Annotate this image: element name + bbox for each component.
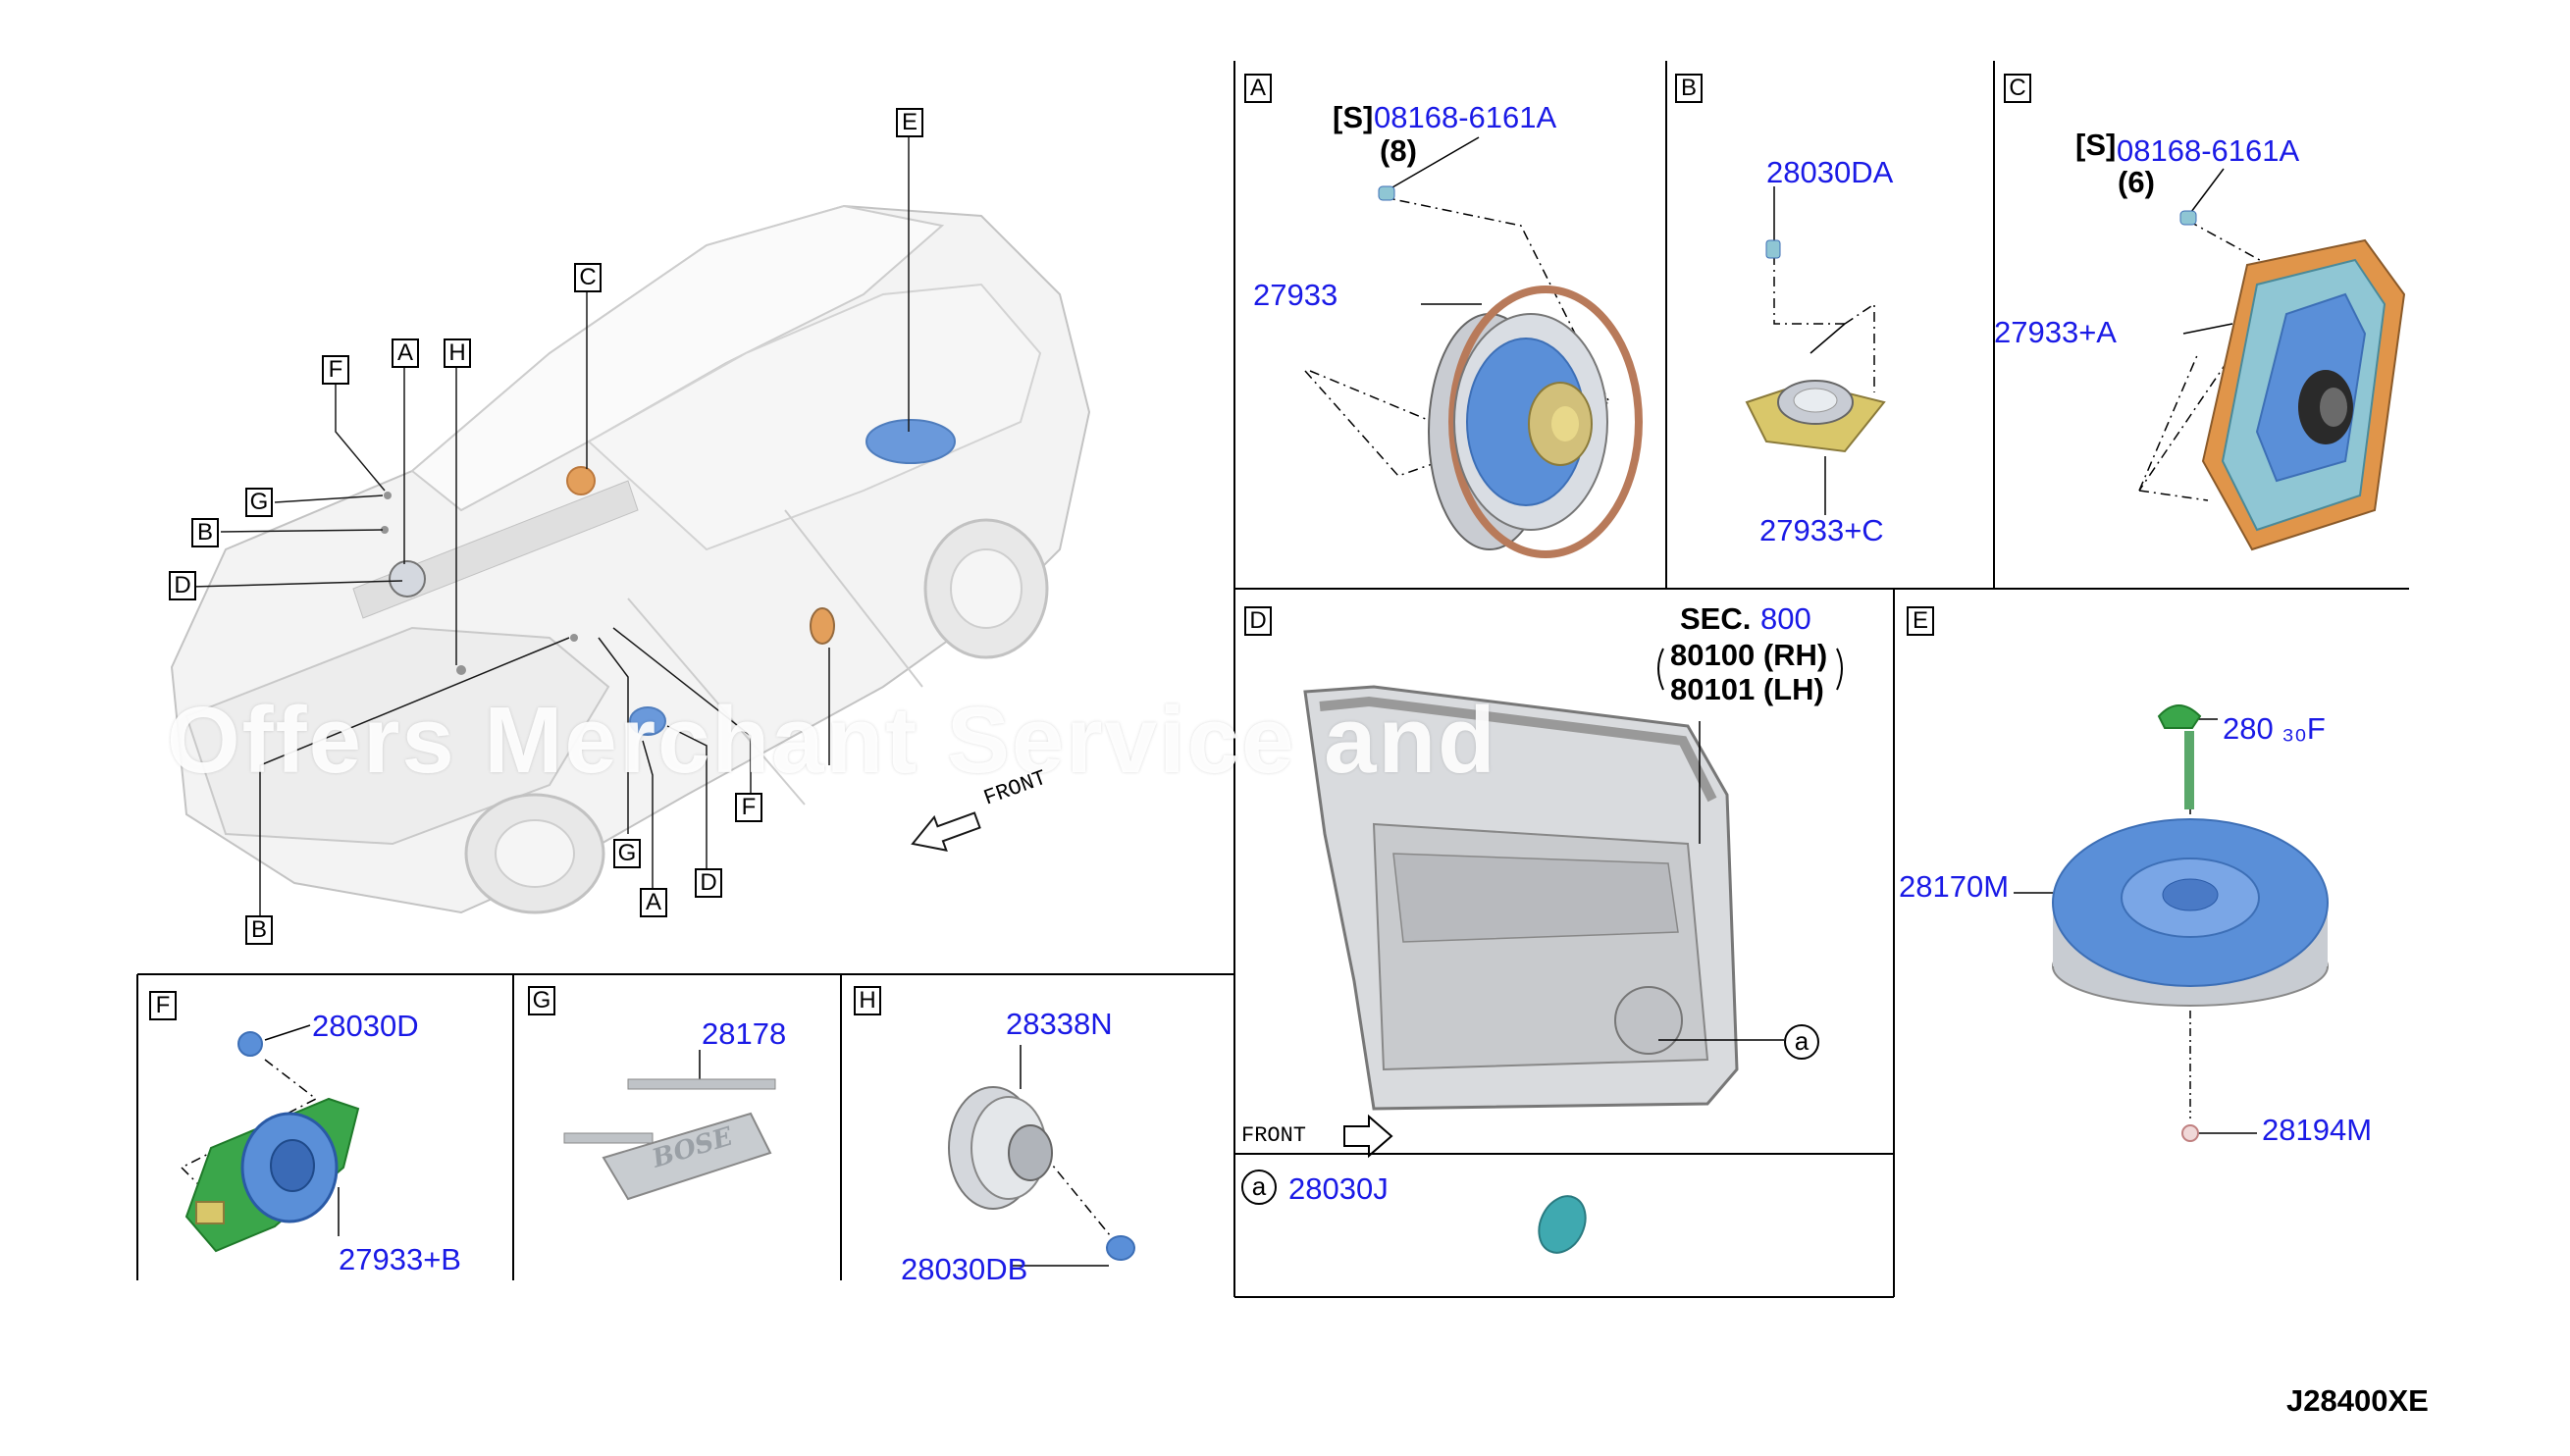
front-arrow bbox=[911, 811, 981, 852]
panel-d-sec-number: 800 bbox=[1760, 601, 1811, 636]
panel-frame-lines bbox=[136, 61, 2409, 1298]
panel-b-tweeter-part: 27933+C bbox=[1759, 513, 1884, 547]
panel-h-screw-part: 28030DB bbox=[901, 1252, 1028, 1286]
panel-a-seal-illustration bbox=[1538, 1195, 1587, 1254]
panel-g-tag: G bbox=[528, 986, 555, 1015]
panel-f-illustration bbox=[181, 1024, 360, 1253]
callout-a-top: A bbox=[392, 338, 419, 368]
panel-a-seal-tag: a bbox=[1241, 1170, 1277, 1205]
panel-d-door-rh: 80100 (RH) bbox=[1670, 638, 1828, 672]
panel-a-seal-part: 28030J bbox=[1288, 1171, 1389, 1206]
panel-f-tag: F bbox=[149, 991, 177, 1020]
panel-e-tag: E bbox=[1907, 606, 1934, 636]
panel-e-clip-part: 280 ₃₀F bbox=[2223, 711, 2326, 746]
watermark-text: Offers Merchant Service and bbox=[167, 688, 1497, 793]
panel-a-screw-qty: (8) bbox=[1380, 133, 1417, 168]
panel-a-speaker-part: 27933 bbox=[1253, 278, 1338, 312]
panel-b-tag: B bbox=[1675, 74, 1703, 103]
panel-f-screw-part: 28030D bbox=[312, 1009, 419, 1043]
panel-d-sec-prefix: SEC. bbox=[1680, 601, 1752, 636]
panel-e-washer-part: 28194M bbox=[2262, 1113, 2373, 1147]
panel-c-screw-prefix: [S] bbox=[2075, 128, 2117, 162]
panel-d-tag: D bbox=[1244, 606, 1272, 636]
panel-d-door-illustration bbox=[1303, 648, 1843, 1159]
callout-h: H bbox=[444, 338, 471, 368]
panel-c-speaker-part: 27933+A bbox=[1994, 315, 2117, 349]
panel-a-screw-prefix: [S] bbox=[1333, 100, 1374, 134]
vehicle-illustration bbox=[170, 135, 1091, 922]
panel-e-woofer-part: 28170M bbox=[1899, 869, 2010, 904]
panel-g-badge-illustration: BOSE bbox=[563, 1050, 776, 1201]
panel-a-screw-part: 08168-6161A bbox=[1374, 100, 1557, 134]
callout-b-bottom: B bbox=[245, 915, 273, 945]
callout-c: C bbox=[574, 263, 602, 292]
diagram-id: J28400XE bbox=[2286, 1383, 2429, 1418]
panel-c-speaker-illustration bbox=[2138, 168, 2406, 551]
callout-a-bottom: A bbox=[640, 888, 667, 917]
callout-f-top: F bbox=[322, 355, 349, 385]
callout-g-top: G bbox=[245, 488, 273, 517]
panel-d-front-label: FRONT bbox=[1241, 1123, 1307, 1148]
panel-d-door-lh: 80101 (LH) bbox=[1670, 672, 1824, 706]
callout-g-bottom: G bbox=[613, 839, 641, 868]
panel-c-screw-part: 08168-6161A bbox=[2117, 133, 2300, 168]
panel-f-speaker-part: 27933+B bbox=[339, 1242, 461, 1276]
panel-h-illustration bbox=[948, 1045, 1135, 1267]
panel-e-woofer-illustration bbox=[2014, 704, 2329, 1142]
panel-a-speaker-illustration bbox=[1304, 136, 1643, 558]
panel-c-screw-qty: (6) bbox=[2118, 165, 2155, 199]
panel-g-badge-part: 28178 bbox=[702, 1016, 787, 1051]
door-front-arrow bbox=[1343, 1114, 1393, 1159]
panel-a-tag: A bbox=[1244, 74, 1272, 103]
callout-d-top: D bbox=[169, 571, 196, 600]
callout-e: E bbox=[896, 108, 923, 137]
panel-b-tweeter-illustration bbox=[1745, 186, 1886, 515]
callout-b-top: B bbox=[191, 518, 219, 547]
callout-d-bottom: D bbox=[695, 868, 722, 898]
panel-c-tag: C bbox=[2004, 74, 2031, 103]
panel-b-screw-part: 28030DA bbox=[1766, 155, 1894, 189]
panel-h-speaker-part: 28338N bbox=[1006, 1007, 1113, 1041]
panel-d-callout-a: a bbox=[1784, 1024, 1819, 1060]
panel-h-tag: H bbox=[854, 986, 881, 1015]
callout-f-bottom: F bbox=[735, 793, 762, 822]
